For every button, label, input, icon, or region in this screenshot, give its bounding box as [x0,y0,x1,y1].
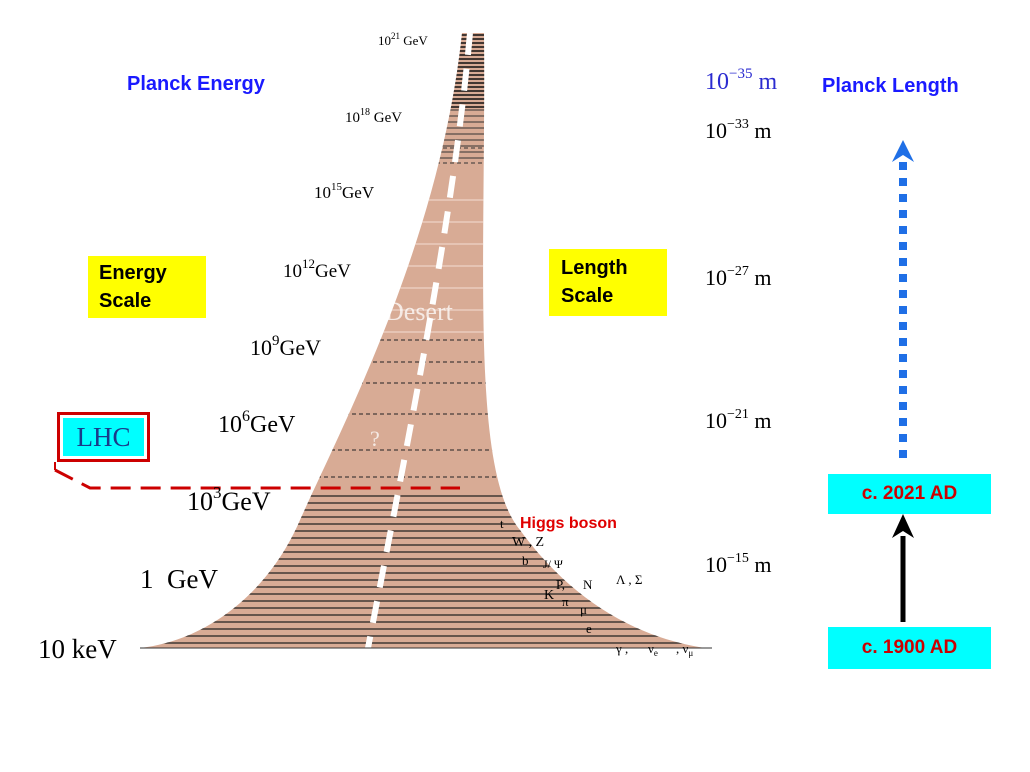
length-scale-line2: Scale [561,285,614,307]
particle-k: K [544,588,554,603]
planck-energy-heading: Planck Energy [127,73,266,95]
lhc-label: LHC [63,418,144,456]
energy-label-9: 109GeV [250,333,321,360]
energy-label-18: 1018 GeV [345,107,402,126]
particle-t: t [500,516,504,531]
dotted-arrow-head [892,140,914,162]
energy-label-12: 1012GeV [283,256,351,282]
particle-jpsi: J/ Ψ [543,557,563,571]
energy-label-15: 1015GeV [314,181,375,202]
energy-label-6: 106GeV [218,408,296,438]
year-2021-box: c. 2021 AD [828,474,991,514]
particle-n: N [583,577,593,592]
higgs-label: Higgs boson [520,515,617,532]
lhc-outer-box: LHC [57,412,150,462]
particle-e: e [586,621,592,636]
length-label-21: 10−21 m [705,407,772,433]
energy-label-21: 1021 GeV [378,31,428,48]
road-center-line [365,33,473,648]
year-1900-box: c. 1900 AD [828,627,991,669]
particle-nu-mu: , νμ [676,641,693,658]
energy-scale-line2: Scale [99,290,152,312]
particle-p: P, [556,577,565,592]
desert-label: Desert [385,297,454,326]
particle-mu: μ [580,602,587,617]
particle-pi: π [562,594,569,609]
solid-arrow-head [892,514,914,538]
particle-wz: W , Z [512,535,544,550]
particle-b: b [522,553,529,568]
planck-length-heading: Planck Length [822,75,959,97]
lhc-dashed-line [54,468,460,490]
question-mark: ? [370,426,380,451]
length-scale-box: Length Scale [549,249,667,316]
length-label-15: 10−15 m [705,551,772,577]
energy-scale-box: Energy Scale [88,256,206,318]
particle-nu-e: νe [648,641,658,658]
particle-gamma: γ , [615,641,628,656]
energy-label-10kev: 10 keV [38,634,117,664]
energy-label-1: 1 GeV [140,564,218,594]
length-scale-line1: Length [561,257,628,279]
energy-scale-line1: Energy [99,262,167,284]
particle-lambda-sigma: Λ , Σ [616,572,642,587]
length-label-35: 10−35 m [705,66,777,95]
length-label-27: 10−27 m [705,264,772,290]
length-label-33: 10−33 m [705,117,772,143]
energy-label-3: 103GeV [187,483,271,516]
